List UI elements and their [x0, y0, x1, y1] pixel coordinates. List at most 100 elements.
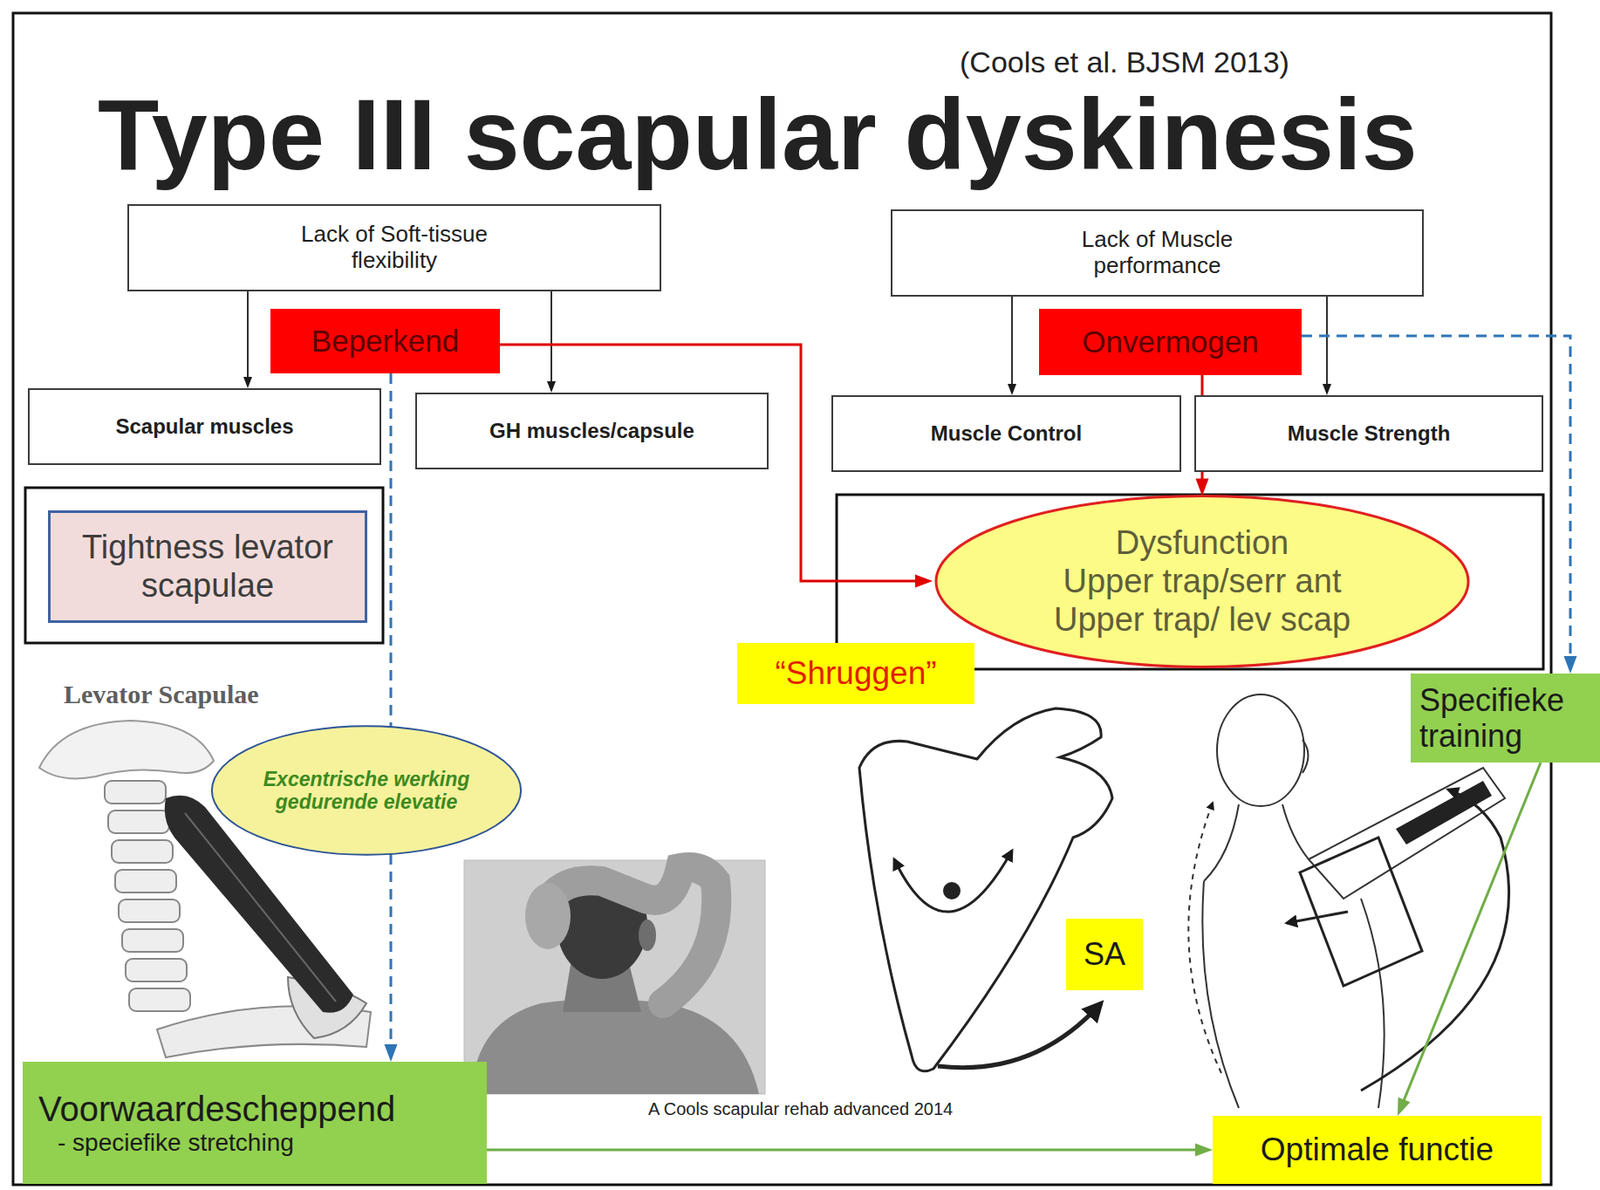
- connector-line: [486, 1148, 1199, 1152]
- photo-ground: [464, 860, 766, 1095]
- node-text: Specifieke training: [1419, 682, 1594, 755]
- connector: [384, 854, 398, 1062]
- arrowhead: [547, 381, 556, 393]
- arrowhead: [384, 1044, 398, 1062]
- vertebra: [129, 988, 191, 1012]
- vertebra: [125, 958, 187, 982]
- skull-base: [39, 720, 214, 779]
- node-text: Lack of Muscle performance: [1026, 226, 1289, 280]
- arrowhead: [1195, 1143, 1213, 1157]
- muscle-tag: SA: [1066, 918, 1143, 991]
- node-text: “Shruggen”: [774, 655, 937, 693]
- ellipse-shape: [936, 496, 1469, 668]
- connector: [390, 373, 392, 727]
- connector: [1322, 296, 1332, 396]
- title-text: Type III scapular dyskinesis: [97, 76, 1418, 192]
- sub-category-box: GH muscles/capsule: [415, 392, 769, 470]
- arrowhead: [1196, 478, 1210, 496]
- vertebra: [104, 780, 166, 804]
- treatment-box: Specifieke training: [1410, 673, 1600, 763]
- node-text: SA: [1083, 936, 1126, 972]
- source-note: A Cools scapular rehab advanced 2014: [648, 1099, 953, 1120]
- problem-box: Beperkend: [270, 308, 500, 374]
- node-text: Dysfunction: [1115, 524, 1290, 563]
- scapula-outline: [859, 708, 1113, 1072]
- rotation-centre: [943, 882, 961, 900]
- arrowhead: [1397, 1097, 1410, 1116]
- citation: (Cools et al. BJSM 2013): [959, 45, 1290, 80]
- node-text: Beperkend: [311, 323, 459, 359]
- vertebra: [111, 840, 173, 863]
- sub-category-box: Muscle Control: [831, 395, 1182, 472]
- stretch-photo: [464, 860, 766, 1095]
- arrowhead: [915, 574, 933, 589]
- finding-ellipse: DysfunctionUpper trap/serr ant Upper tra…: [931, 494, 1473, 669]
- neck-outline: [1203, 804, 1309, 882]
- vertebra: [118, 899, 180, 923]
- problem-box: Onvermogen: [1039, 308, 1302, 376]
- arrowhead: [243, 376, 253, 389]
- figure-label: Levator Scapulae: [63, 679, 260, 711]
- node-subtext: Upper trap/serr ant Upper trap/ lev scap: [1027, 562, 1377, 639]
- outcome-box: Optimale functie: [1212, 1115, 1542, 1184]
- motion-arc: [1188, 802, 1222, 1074]
- rotation-arrow: [894, 850, 1012, 912]
- scapula-outline: [1299, 837, 1423, 986]
- sub-category-box: Muscle Strength: [1194, 395, 1544, 472]
- connector: [486, 1143, 1213, 1157]
- node-text: Scapular muscles: [115, 414, 294, 439]
- torso-outline: [1202, 881, 1384, 1108]
- vertebra: [115, 869, 177, 893]
- ellipse-shape: [211, 725, 521, 855]
- connector: [1007, 296, 1017, 396]
- ear: [638, 919, 657, 951]
- frame-box: [25, 487, 383, 643]
- node-text: Lack of Soft-tissue flexibility: [263, 221, 526, 274]
- arrowhead: [1564, 656, 1578, 674]
- hand: [525, 882, 571, 950]
- pull-arrow: [1286, 911, 1348, 924]
- connector: [243, 291, 253, 389]
- ear-outline: [1302, 739, 1309, 773]
- connector-line: [1326, 296, 1328, 387]
- scapula-illustration: [859, 708, 1113, 1072]
- connector-line: [1402, 762, 1541, 1103]
- node-text: Optimale functie: [1260, 1131, 1494, 1170]
- connector: [1397, 762, 1541, 1116]
- muscle-band: [1395, 780, 1492, 845]
- connector-line: [1011, 296, 1013, 387]
- diagram-title: Type III scapular dyskinesis: [97, 76, 1418, 192]
- rotation-arrow: [937, 1003, 1101, 1068]
- back: [471, 998, 759, 1095]
- node-text: Excentrische werking gedurende elevatie: [257, 767, 476, 814]
- node-text: Muscle Control: [930, 421, 1082, 446]
- arrowhead: [1322, 383, 1332, 396]
- category-box: Lack of Muscle performance: [890, 209, 1424, 297]
- node-text: Muscle Strength: [1287, 421, 1451, 446]
- connector: [547, 291, 556, 393]
- node-text: Voorwaardescheppend: [38, 1088, 396, 1129]
- connector-line: [389, 373, 393, 727]
- vertebra: [108, 810, 170, 834]
- node-text: Onvermogen: [1081, 324, 1259, 360]
- vertebra: [122, 929, 184, 952]
- connector-line: [550, 291, 553, 384]
- page-frame: [13, 13, 1552, 1185]
- motion-arc: [1360, 789, 1510, 1091]
- arm-outline: [1308, 767, 1505, 899]
- note-box: “Shruggen”: [737, 642, 975, 705]
- treatment-box: Voorwaardescheppend- speciefike stretchi…: [22, 1061, 487, 1184]
- raised-arm: [549, 867, 717, 1004]
- node-text: Tightness levator scapulae: [57, 528, 359, 605]
- note-ellipse: Excentrische werking gedurende elevatie: [209, 724, 524, 856]
- finding-box: Tightness levator scapulae: [47, 510, 368, 623]
- node-text: GH muscles/capsule: [489, 418, 695, 444]
- figure-label-text: Levator Scapulae: [63, 679, 260, 711]
- connector-line: [389, 854, 393, 1048]
- category-box: Lack of Soft-tissue flexibility: [127, 204, 662, 292]
- node-subtext: - speciefike stretching: [57, 1128, 295, 1157]
- citation-text: (Cools et al. BJSM 2013): [959, 45, 1290, 80]
- head-outline: [1217, 694, 1305, 807]
- sub-category-box: Scapular muscles: [27, 388, 382, 465]
